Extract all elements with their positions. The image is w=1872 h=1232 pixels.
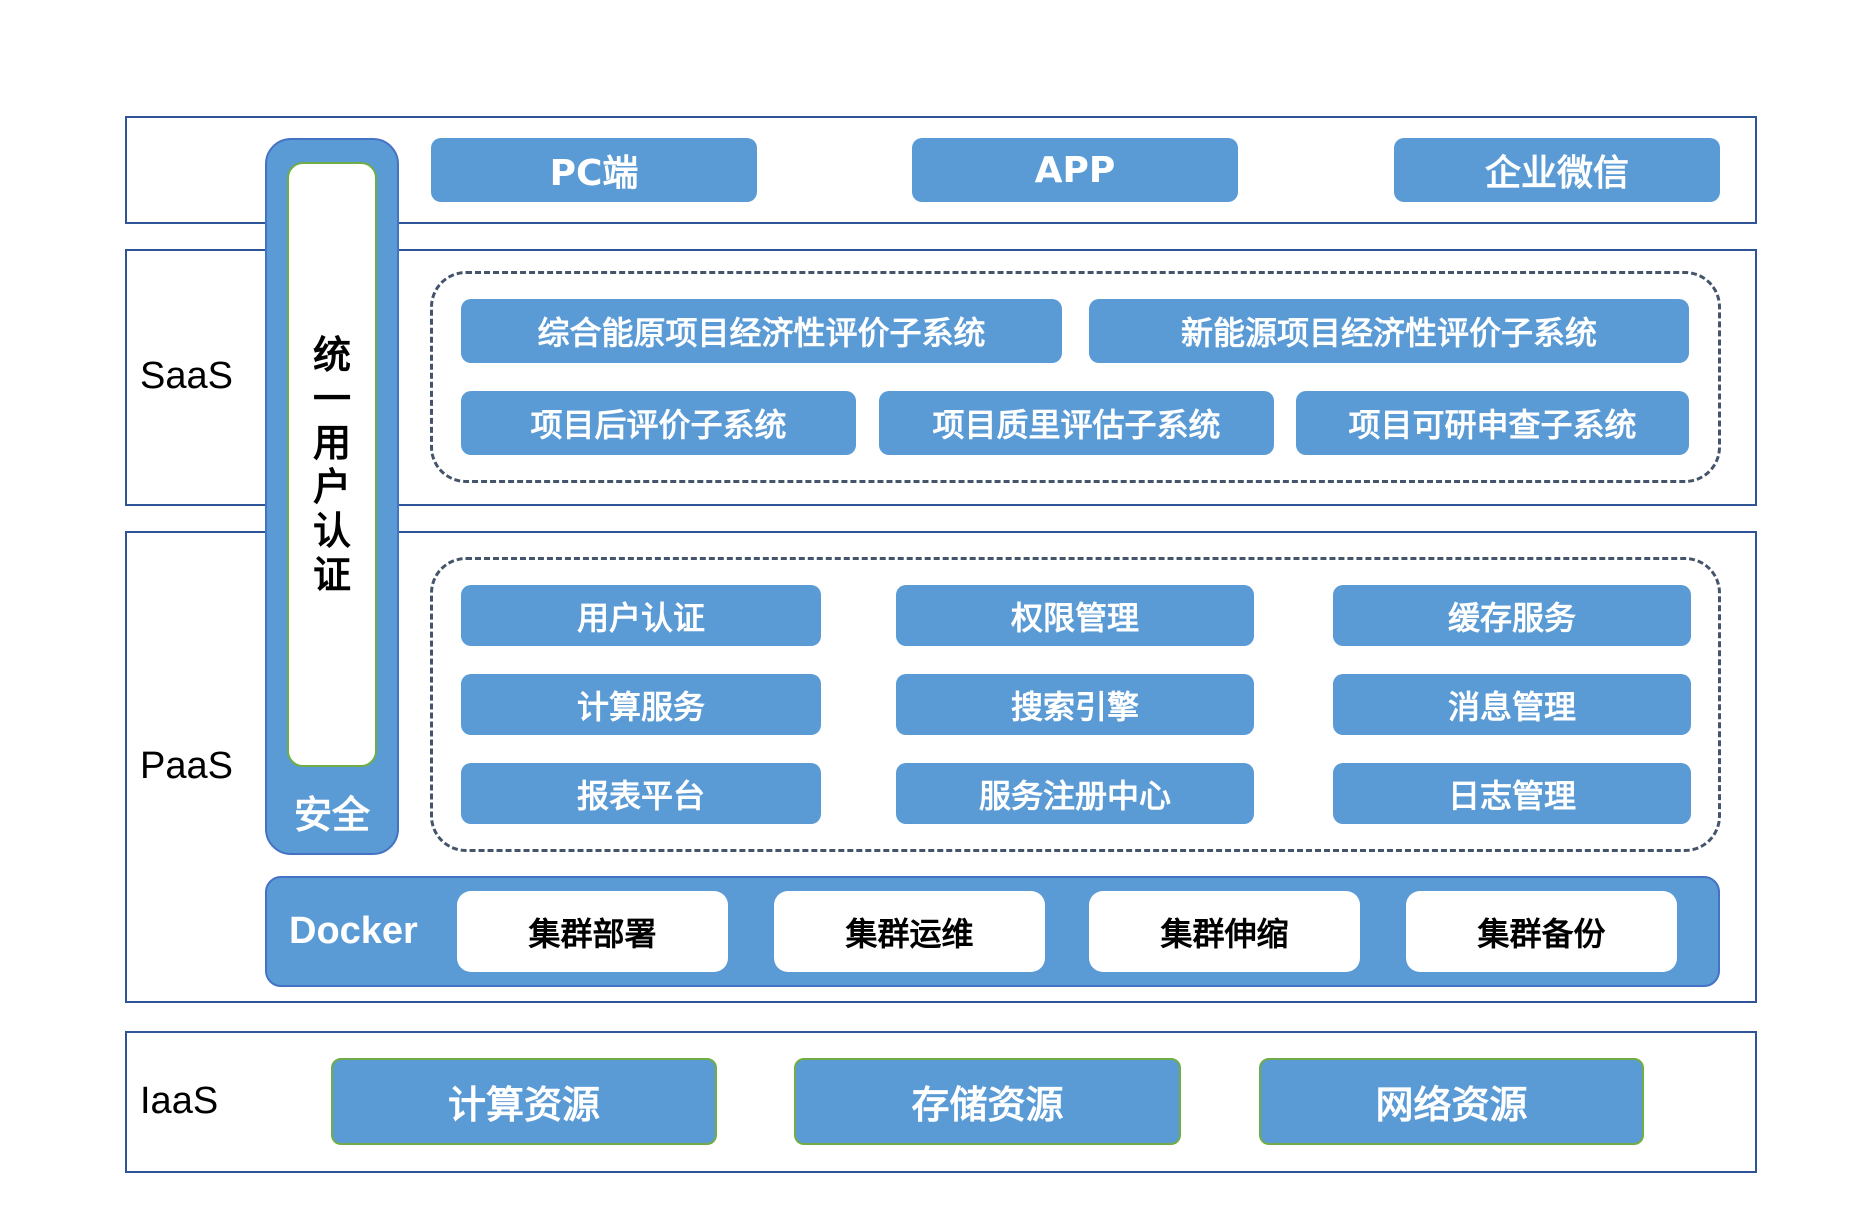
- paas-log-management[interactable]: 日志管理: [1333, 763, 1691, 824]
- wecom-client-button[interactable]: 企业微信: [1394, 138, 1720, 202]
- docker-label: Docker: [289, 910, 418, 952]
- paas-label: PaaS: [140, 745, 233, 787]
- saas-post-evaluation-subsystem[interactable]: 项目后评价子系统: [461, 391, 856, 455]
- auth-char: 统: [312, 332, 351, 377]
- saas-quality-assessment-subsystem[interactable]: 项目质里评估子系统: [879, 391, 1274, 455]
- auth-char: 认: [312, 508, 351, 553]
- docker-cluster-backup[interactable]: 集群备份: [1406, 891, 1677, 972]
- auth-char: 一: [312, 376, 351, 421]
- security-label: 安全: [293, 793, 370, 837]
- docker-bar: Docker 集群部署 集群运维 集群伸缩 集群备份: [265, 876, 1720, 987]
- docker-cluster-deploy[interactable]: 集群部署: [457, 891, 728, 972]
- paas-permission-management[interactable]: 权限管理: [896, 585, 1254, 646]
- auth-char: 用: [312, 420, 351, 465]
- paas-compute-service[interactable]: 计算服务: [461, 674, 821, 735]
- docker-cluster-scale[interactable]: 集群伸缩: [1089, 891, 1360, 972]
- paas-cache-service[interactable]: 缓存服务: [1333, 585, 1691, 646]
- saas-integrated-energy-subsystem[interactable]: 综合能原项目经济性评价子系统: [461, 299, 1062, 363]
- pc-client-button[interactable]: PC端: [431, 138, 757, 202]
- paas-report-platform[interactable]: 报表平台: [461, 763, 821, 824]
- saas-feasibility-review-subsystem[interactable]: 项目可研申查子系统: [1296, 391, 1689, 455]
- auth-char: 证: [312, 552, 351, 597]
- auth-char: 户: [312, 464, 351, 509]
- paas-dashed-group: [430, 557, 1721, 852]
- unified-user-auth-panel[interactable]: 统 一 用 户 认 证: [287, 162, 377, 767]
- paas-user-auth[interactable]: 用户认证: [461, 585, 821, 646]
- saas-label: SaaS: [140, 355, 233, 397]
- security-column: 统 一 用 户 认 证 安全: [265, 138, 399, 855]
- paas-search-engine[interactable]: 搜索引擎: [896, 674, 1254, 735]
- app-client-button[interactable]: APP: [912, 138, 1238, 202]
- paas-service-registry[interactable]: 服务注册中心: [896, 763, 1254, 824]
- iaas-compute-resources[interactable]: 计算资源: [331, 1058, 717, 1145]
- iaas-label: IaaS: [140, 1080, 219, 1122]
- saas-new-energy-subsystem[interactable]: 新能源项目经济性评价子系统: [1089, 299, 1689, 363]
- iaas-storage-resources[interactable]: 存储资源: [794, 1058, 1181, 1145]
- docker-cluster-ops[interactable]: 集群运维: [774, 891, 1045, 972]
- saas-dashed-group: [430, 271, 1721, 483]
- paas-message-management[interactable]: 消息管理: [1333, 674, 1691, 735]
- iaas-network-resources[interactable]: 网络资源: [1259, 1058, 1644, 1145]
